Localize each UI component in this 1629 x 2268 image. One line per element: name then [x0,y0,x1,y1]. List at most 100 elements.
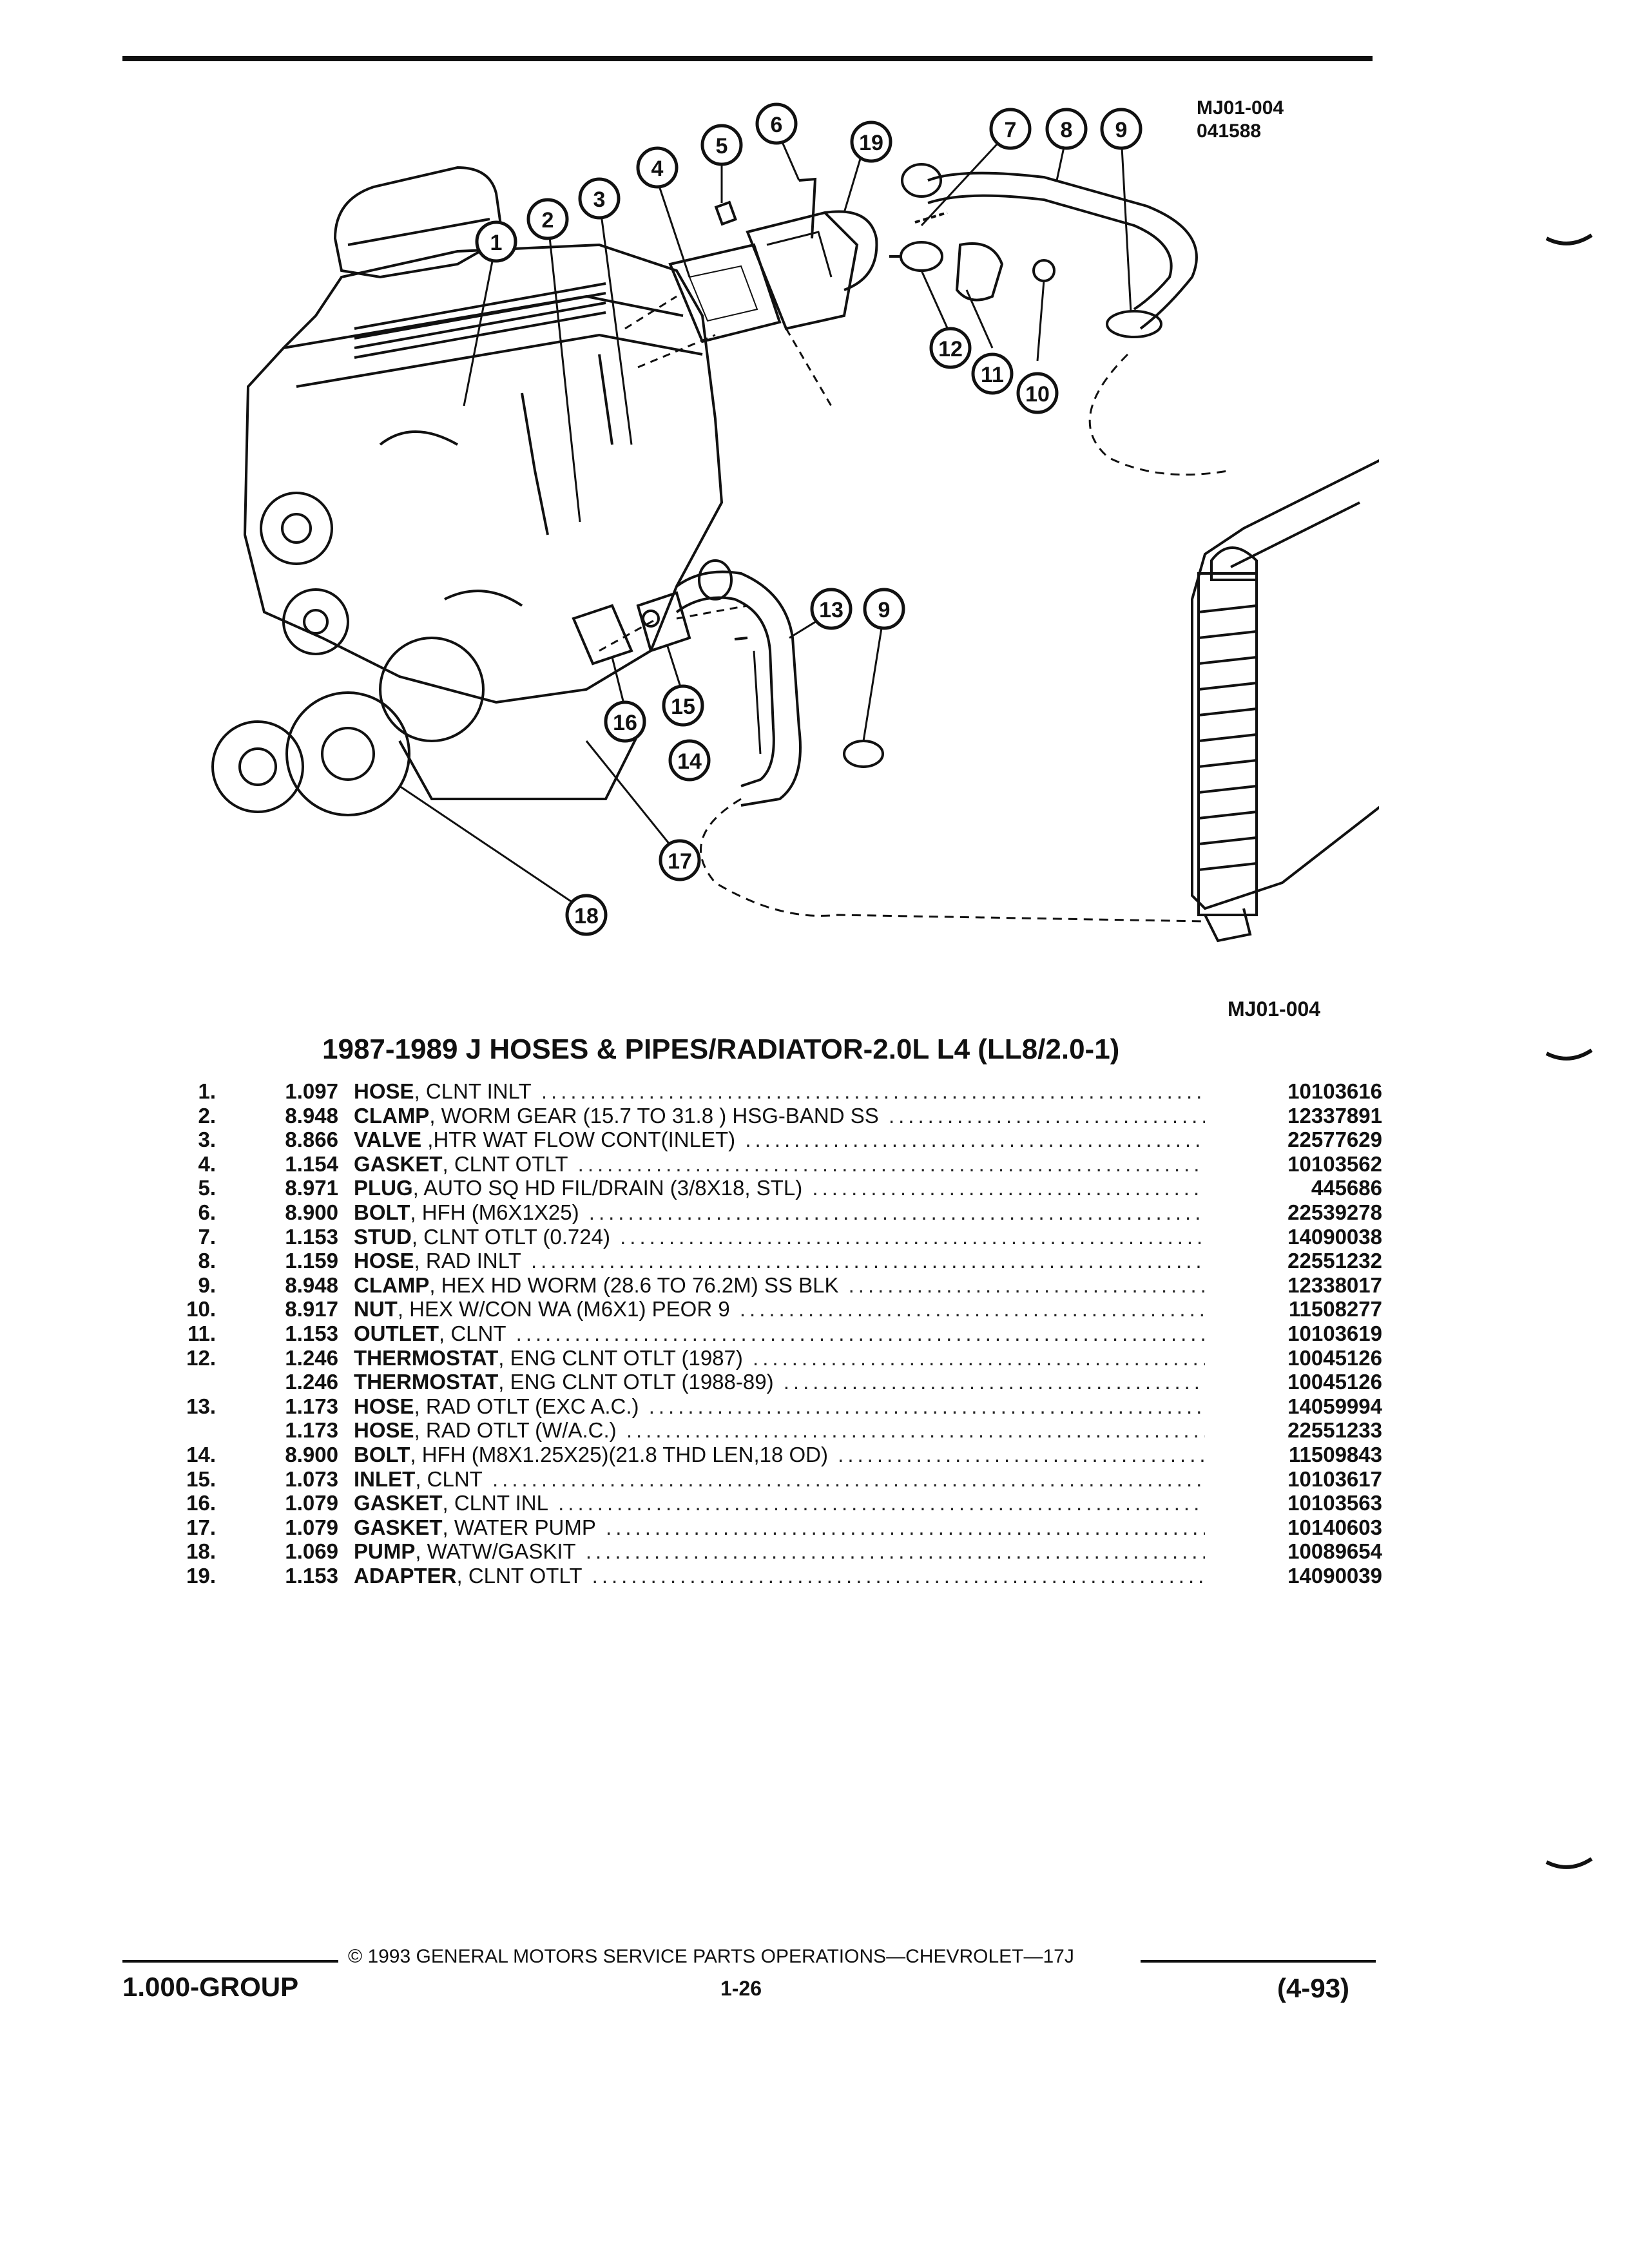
section-title: 1987-1989 J HOSES & PIPES/RADIATOR-2.0L … [322,1033,1120,1065]
item-detail: , AUTO SQ HD FIL/DRAIN (3/8X18, STL) [412,1176,803,1200]
part-number: 10140603 [1287,1515,1382,1539]
svg-text:1: 1 [490,231,503,255]
item-detail: , CLNT INLT [414,1079,532,1103]
svg-text:6: 6 [771,113,783,137]
item-description: HOSE, RAD OTLT (EXC A.C.) ..............… [338,1394,1205,1419]
leader-dots: ........................................… [783,1370,1205,1394]
group-number: 1.159 [285,1249,338,1273]
item-number: 18. [186,1539,216,1564]
callout-7: 7 [989,108,1032,150]
item-number: 13. [186,1394,216,1418]
leader-dots: ........................................… [739,1297,1205,1321]
item-name: BOLT [354,1200,410,1224]
item-description: HOSE, RAD OTLT (W/A.C.) ................… [338,1418,1205,1443]
item-description: THERMOSTAT, ENG CLNT OTLT (1988-89) ....… [338,1370,1205,1394]
svg-text:15: 15 [671,695,695,719]
item-name: THERMOSTAT [354,1345,499,1370]
item-number: 6. [198,1200,216,1224]
item-number: 1. [198,1079,216,1103]
item-name: GASKET [354,1515,443,1539]
leader-dots: ........................................… [588,1200,1205,1224]
item-description: BOLT, HFH (M8X1.25X25)(21.8 THD LEN,18 O… [338,1443,1205,1467]
item-number: 2. [198,1103,216,1128]
item-number: 7. [198,1224,216,1249]
item-name: GASKET [354,1151,443,1176]
footer-page-number: 1-26 [720,1977,762,2000]
leader-dots: ........................................… [516,1321,1205,1345]
item-description: THERMOSTAT, ENG CLNT OTLT (1987) .......… [338,1346,1205,1370]
group-number: 1.073 [285,1466,338,1491]
item-description: PUMP, WATW/GASKIT ......................… [338,1539,1205,1564]
radiator [1191,459,1379,943]
group-number: 1.097 [285,1079,338,1103]
item-number: 14. [186,1442,216,1466]
exploded-diagram: 1 2 3 4 5 6 19 7 8 9 12 11 10 13 9 16 15… [187,84,1379,999]
leader-dots: ........................................… [592,1563,1205,1588]
item-description: HOSE, CLNT INLT ........................… [338,1079,1205,1104]
item-name: GASKET [354,1491,443,1515]
item-detail: , CLNT [438,1321,506,1345]
item-detail: , CLNT OTLT [456,1563,583,1588]
item-number: 9. [198,1273,216,1297]
item-number: 4. [198,1151,216,1176]
callout-13: 13 [810,588,853,630]
group-number: 1.153 [285,1563,338,1588]
part-number: 11509843 [1288,1442,1382,1466]
engine-block [211,166,724,816]
item-detail: , WATW/GASKIT [415,1539,576,1564]
leader-dots: ........................................… [577,1151,1205,1176]
diagram-code-bottom: MJ01-004 [1228,997,1321,1021]
group-number: 1.069 [285,1539,338,1564]
item-name: HOSE [354,1418,414,1443]
binder-mark-1 [1545,233,1593,245]
leader-dots: ........................................… [620,1224,1205,1249]
callout-5: 5 [700,124,743,166]
svg-text:17: 17 [668,849,692,874]
group-number: 1.079 [285,1491,338,1515]
group-number: 1.246 [285,1345,338,1370]
footer-copyright: © 1993 GENERAL MOTORS SERVICE PARTS OPER… [348,1946,1074,1967]
callout-1: 1 [475,220,517,263]
callout-9-bottom: 9 [863,588,905,630]
item-description: CLAMP, WORM GEAR (15.7 TO 31.8 ) HSG-BAN… [338,1104,1205,1128]
item-description: GASKET, WATER PUMP .....................… [338,1515,1205,1540]
callout-15: 15 [662,684,704,727]
item-description: PLUG, AUTO SQ HD FIL/DRAIN (3/8X18, STL)… [338,1176,1205,1200]
leader-dots: ........................................… [530,1249,1205,1273]
part-number: 10103562 [1287,1151,1382,1176]
leader-dots: ........................................… [558,1491,1205,1515]
item-number: 11. [187,1321,216,1345]
svg-text:3: 3 [593,187,606,212]
item-number: 5. [198,1176,216,1200]
group-number: 8.900 [285,1442,338,1466]
item-number: 12. [186,1345,216,1370]
item-detail: , CLNT OTLT (0.724) [411,1224,610,1249]
item-number: 15. [186,1466,216,1491]
group-number: 1.153 [285,1224,338,1249]
item-description: GASKET, CLNT OTLT ......................… [338,1152,1205,1177]
item-name: VALVE [354,1128,422,1152]
callout-2: 2 [526,198,569,240]
leader-dots: ........................................… [492,1466,1205,1491]
item-name: HOSE [354,1394,414,1418]
svg-text:13: 13 [819,598,843,622]
footer-rule-right [1141,1960,1376,1963]
part-number: 14090038 [1287,1224,1382,1249]
group-number: 1.246 [285,1370,338,1394]
svg-text:8: 8 [1061,118,1073,142]
leader-dots: ........................................… [745,1128,1205,1152]
